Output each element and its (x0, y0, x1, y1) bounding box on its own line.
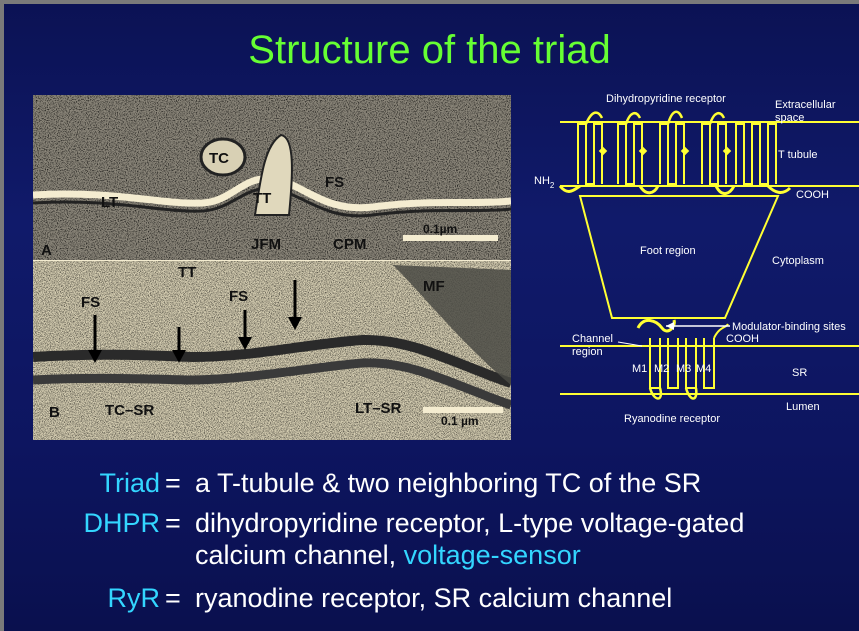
label-space: space (775, 112, 804, 124)
definition-triad: Triad = a T-tubule & two neighboring TC … (0, 468, 859, 502)
label-jfm: JFM (251, 236, 281, 253)
foot-region-shape (580, 196, 778, 318)
label-mf: MF (423, 278, 445, 295)
label-scale-a: 0.1µm (423, 222, 457, 236)
label-fs-b1: FS (81, 294, 100, 311)
label-tt: TT (253, 190, 271, 207)
label-cooh-bottom: COOH (726, 333, 759, 345)
label-ryanodine-receptor: Ryanodine receptor (624, 413, 720, 425)
label-fs-b2: FS (229, 288, 248, 305)
term-ryr: RyR (0, 583, 160, 614)
label-m4: M4 (696, 363, 711, 375)
definition-text: ryanodine receptor, SR calcium channel (195, 583, 672, 614)
label-t-tubule: T tubule (778, 149, 818, 161)
label-sr: SR (792, 367, 807, 379)
label-m2: M2 (654, 363, 669, 375)
label-tt-b: TT (178, 264, 196, 281)
term-triad: Triad (0, 468, 160, 499)
definition-ryr: RyR = ryanodine receptor, SR calcium cha… (0, 583, 859, 617)
label-extracellular: Extracellular (775, 99, 836, 111)
term-dhpr: DHPR (0, 508, 160, 539)
label-foot-region: Foot region (640, 245, 696, 257)
definition-text: a T-tubule & two neighboring TC of the S… (195, 468, 701, 499)
label-tc: TC (209, 150, 229, 167)
label-lt: LT (101, 194, 118, 211)
electron-micrograph: TC TT FS LT JFM CPM 0.1µm A TT FS FS MF … (33, 95, 511, 440)
triad-schematic: Dihydropyridine receptor Extracellular s… (520, 88, 859, 438)
label-m3: M3 (676, 363, 691, 375)
label-fs: FS (325, 174, 344, 191)
label-cpm: CPM (333, 236, 366, 253)
label-cooh-top: COOH (796, 189, 829, 201)
label-b: B (49, 404, 60, 421)
label-dihydropyridine-receptor: Dihydropyridine receptor (606, 93, 726, 105)
label-cytoplasm: Cytoplasm (772, 255, 824, 267)
definition-text-line2: calcium channel, voltage-sensor (195, 540, 581, 571)
label-region: region (572, 346, 603, 358)
label-lt-sr: LT–SR (355, 400, 402, 417)
equals-sign: = (165, 583, 181, 614)
label-lumen: Lumen (786, 401, 820, 413)
slide-title: Structure of the triad (0, 28, 859, 73)
equals-sign: = (165, 508, 181, 539)
label-a: A (41, 242, 52, 259)
label-tc-sr: TC–SR (105, 402, 154, 419)
label-nh2: NH2 (534, 175, 555, 190)
voltage-sensor-highlight: voltage-sensor (404, 540, 581, 570)
label-modulator-binding-sites: Modulator-binding sites (732, 321, 846, 333)
label-channel: Channel (572, 333, 613, 345)
definition-dhpr: DHPR = dihydropyridine receptor, L-type … (0, 508, 859, 578)
label-m1: M1 (632, 363, 647, 375)
definition-text-line1: dihydropyridine receptor, L-type voltage… (195, 508, 744, 539)
dhpr-helices (578, 124, 776, 184)
equals-sign: = (165, 468, 181, 499)
label-scale-b: 0.1 µm (441, 414, 479, 428)
